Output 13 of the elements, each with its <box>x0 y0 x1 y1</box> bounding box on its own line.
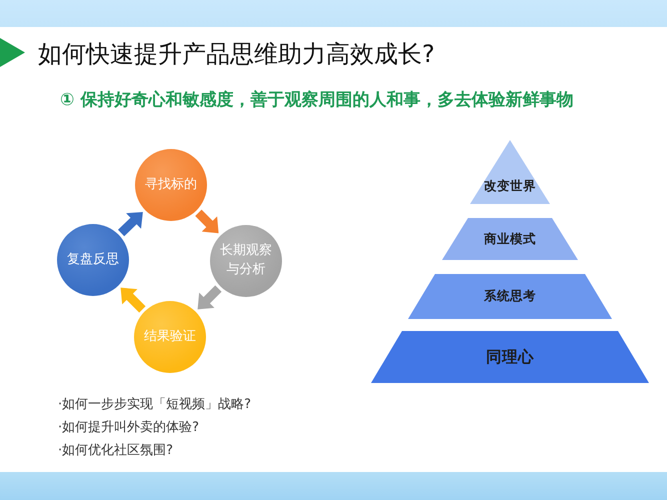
subtitle: ① 保持好奇心和敏感度，善于观察周围的人和事，多去体验新鲜事物 <box>60 89 574 111</box>
list-item: ·如何提升叫外卖的体验? <box>58 419 200 437</box>
pyramid-tier: 同理心 <box>371 331 649 383</box>
step-circle: 复盘反思 <box>57 224 129 296</box>
pyramid-tier: 系统思考 <box>408 274 612 319</box>
pyramid-tier: 商业模式 <box>442 218 578 260</box>
step-circle: 结果验证 <box>134 301 206 373</box>
list-item: ·如何一步步实现「短视频」战略? <box>58 396 252 414</box>
step-circle: 长期观察与分析 <box>210 225 282 297</box>
step-circle: 寻找标的 <box>135 149 207 221</box>
title: 如何快速提升产品思维助力高效成长? <box>38 39 435 69</box>
list-item: ·如何优化社区氛围? <box>58 442 174 460</box>
pyramid-tier: 改变世界 <box>470 140 550 204</box>
